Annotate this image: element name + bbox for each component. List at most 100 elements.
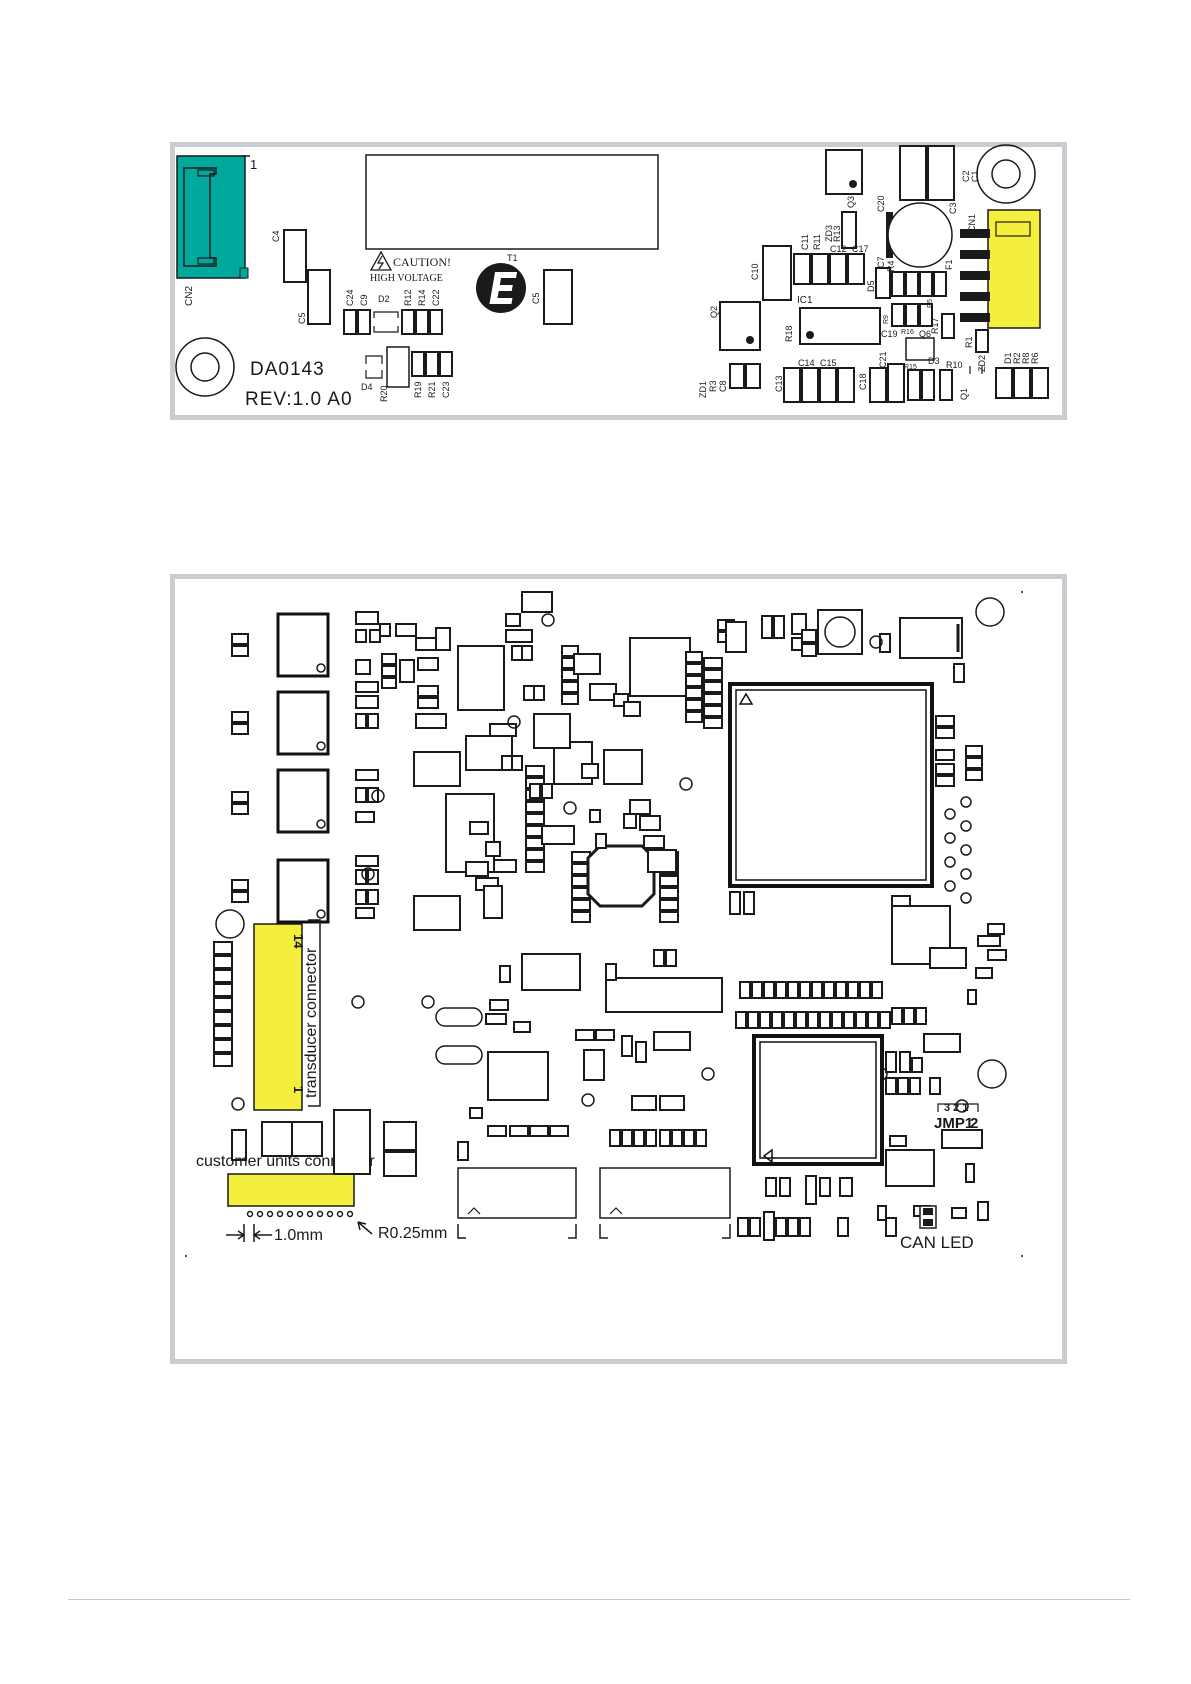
pad-group-d1-r2-r8-r6 bbox=[995, 367, 1049, 399]
resistor-r10 bbox=[939, 369, 953, 401]
d4-label: D4 bbox=[361, 382, 373, 392]
q1-outline bbox=[969, 366, 983, 374]
pcb-main-board: 14 1 transducer connector customer units… bbox=[170, 574, 1067, 1364]
connector-cn2 bbox=[176, 155, 250, 279]
resistor-ladder-1 bbox=[525, 765, 545, 873]
r14-label: R14 bbox=[417, 289, 427, 306]
pcb-top-board: 1 CN2 T1 CAUTION! HIGH VOLTAGE C5 C4 C5 … bbox=[170, 142, 1067, 420]
r19-label: R19 bbox=[413, 381, 423, 398]
mcu-secondary bbox=[752, 1034, 884, 1166]
pad-group-r12-r14-c22 bbox=[401, 309, 443, 335]
transformer-label: T1 bbox=[507, 253, 518, 263]
ic1-pin1-dot bbox=[806, 331, 814, 339]
r11-label: R11 bbox=[812, 234, 822, 250]
c20-label: C20 bbox=[876, 195, 886, 212]
c2-label: C2 bbox=[961, 170, 971, 182]
jumper-suffix: 2 bbox=[970, 1115, 978, 1132]
c18-label: C18 bbox=[858, 373, 868, 390]
ic-u11 bbox=[487, 1051, 549, 1101]
jumper-jmp1 bbox=[941, 1129, 983, 1149]
ic-u8 bbox=[603, 749, 643, 785]
can-led-label: CAN LED bbox=[900, 1233, 974, 1252]
pitch-dimension-arrows bbox=[226, 1224, 272, 1242]
crystal-oscillators bbox=[435, 1007, 483, 1065]
high-voltage-text: HIGH VOLTAGE bbox=[370, 273, 443, 284]
left-pad-column bbox=[231, 633, 249, 903]
ic-u1 bbox=[457, 645, 505, 711]
c1-label: C1 bbox=[970, 170, 980, 182]
crystal-x1-can bbox=[824, 616, 856, 648]
capacitor-c10 bbox=[762, 245, 792, 301]
c9-label: C9 bbox=[359, 294, 369, 306]
pad-cluster-l bbox=[737, 1175, 989, 1241]
capacitor-c18 bbox=[869, 367, 887, 403]
pad-cluster-h bbox=[261, 1109, 417, 1177]
q2-label: Q2 bbox=[709, 306, 719, 318]
r20-label: R20 bbox=[379, 385, 389, 402]
r4-label: R4 bbox=[886, 260, 896, 272]
fiducial-bl bbox=[185, 1255, 187, 1257]
radius-dimension-label: R0.25mm bbox=[378, 1225, 447, 1242]
mounting-hole-right bbox=[976, 144, 1036, 204]
ic1-label: IC1 bbox=[797, 295, 813, 306]
zd1-label: ZD1 bbox=[698, 381, 708, 398]
pad-group-r9-r5 bbox=[891, 303, 933, 327]
fiducial-br bbox=[1021, 1255, 1023, 1257]
r9-label: R9 bbox=[883, 315, 890, 324]
ic-u2 bbox=[413, 751, 461, 787]
ic-u6 bbox=[629, 637, 691, 697]
r10-label: R10 bbox=[946, 360, 963, 370]
r21-label: R21 bbox=[427, 381, 437, 398]
capacitor-c20 bbox=[887, 202, 953, 268]
pad-cluster-d bbox=[523, 685, 661, 849]
resistor-ladder-2 bbox=[561, 645, 579, 705]
pad-cluster-a bbox=[355, 611, 381, 919]
c13-label: C13 bbox=[774, 375, 784, 392]
pad-group-c14-c15 bbox=[783, 367, 855, 403]
pad-cluster-i bbox=[457, 949, 677, 1161]
inductor-column bbox=[276, 612, 330, 924]
fuse-f1 bbox=[899, 617, 963, 659]
r3-label: R3 bbox=[708, 380, 718, 392]
pad-cluster-e bbox=[717, 613, 965, 683]
r2-label: R2 bbox=[1012, 352, 1022, 364]
d3-label: D3 bbox=[928, 356, 940, 366]
capacitor-c1 bbox=[927, 145, 955, 201]
transistor-q3 bbox=[825, 149, 863, 195]
c23-label: C23 bbox=[441, 381, 451, 398]
resistor-r20-outline bbox=[386, 346, 410, 388]
r5-label: R5 bbox=[927, 299, 934, 308]
c3-label: C3 bbox=[948, 202, 958, 214]
fiducial-tl bbox=[1021, 591, 1023, 593]
c22-label: C22 bbox=[431, 289, 441, 306]
capacitor-c4 bbox=[283, 229, 307, 283]
board-name: DA0143 bbox=[250, 359, 325, 380]
cn1-pin-label: 1 bbox=[975, 317, 985, 322]
transducer-pin-first: 1 bbox=[291, 1086, 306, 1093]
resistor-r17 bbox=[941, 313, 955, 339]
cn2-pin-label: 1 bbox=[250, 157, 257, 172]
transistor-q2 bbox=[719, 301, 761, 351]
c17-label: C17 bbox=[852, 244, 869, 254]
pad-cluster-f bbox=[685, 651, 703, 723]
caution-text: CAUTION! bbox=[393, 255, 451, 269]
pad-cluster-k bbox=[885, 923, 1007, 1187]
jumper-label: JMP1 bbox=[934, 1115, 973, 1132]
c14-label: C14 bbox=[798, 358, 815, 368]
c15-label: C15 bbox=[820, 358, 837, 368]
pad-group-f1 bbox=[891, 271, 947, 297]
c19-label: C19 bbox=[881, 329, 898, 339]
pad-group-zd1-r3-c8 bbox=[729, 363, 761, 389]
capacitor-c21 bbox=[887, 363, 905, 403]
diode-d2-outline bbox=[373, 311, 399, 333]
r13-label: R13 bbox=[832, 225, 842, 242]
cn1-label: CN1 bbox=[967, 214, 977, 232]
mounting-hole-left bbox=[175, 337, 235, 397]
mcu-side-pads bbox=[729, 715, 983, 915]
r15-label: R15 bbox=[904, 364, 917, 371]
connector-cn1 bbox=[960, 209, 1041, 329]
r8-label: R8 bbox=[1021, 352, 1031, 364]
zener-zd3 bbox=[841, 211, 857, 249]
customer-connector-pins bbox=[246, 1210, 354, 1218]
diode-d4-outline bbox=[365, 355, 383, 379]
